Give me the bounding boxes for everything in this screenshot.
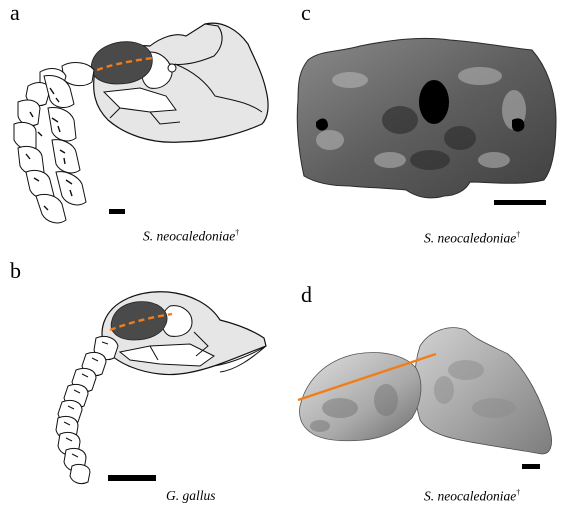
panel-b-species: G. gallus [166,488,216,503]
panel-d-species: S. neocaledoniae [424,489,516,504]
extinct-dagger: † [235,228,239,237]
scale-bar [109,209,125,214]
panel-b-drawing [0,260,280,500]
panel-d-render [280,290,560,490]
panel-c-species: S. neocaledoniae [424,231,516,246]
extinct-dagger: † [516,230,520,239]
panel-a-caption: S. neocaledoniae† [143,228,239,245]
panel-a-species: S. neocaledoniae [143,229,235,244]
panel-c-caption: S. neocaledoniae† [424,230,520,247]
scale-bar [494,200,546,205]
foramen-magnum [419,80,449,124]
panel-d-caption: S. neocaledoniae† [424,488,520,505]
scale-bar [522,464,540,469]
extinct-dagger: † [516,488,520,497]
panel-b-caption: G. gallus [166,488,216,504]
panel-a-drawing [0,0,280,240]
panel-c-photo [280,20,560,220]
scale-bar [108,475,156,481]
